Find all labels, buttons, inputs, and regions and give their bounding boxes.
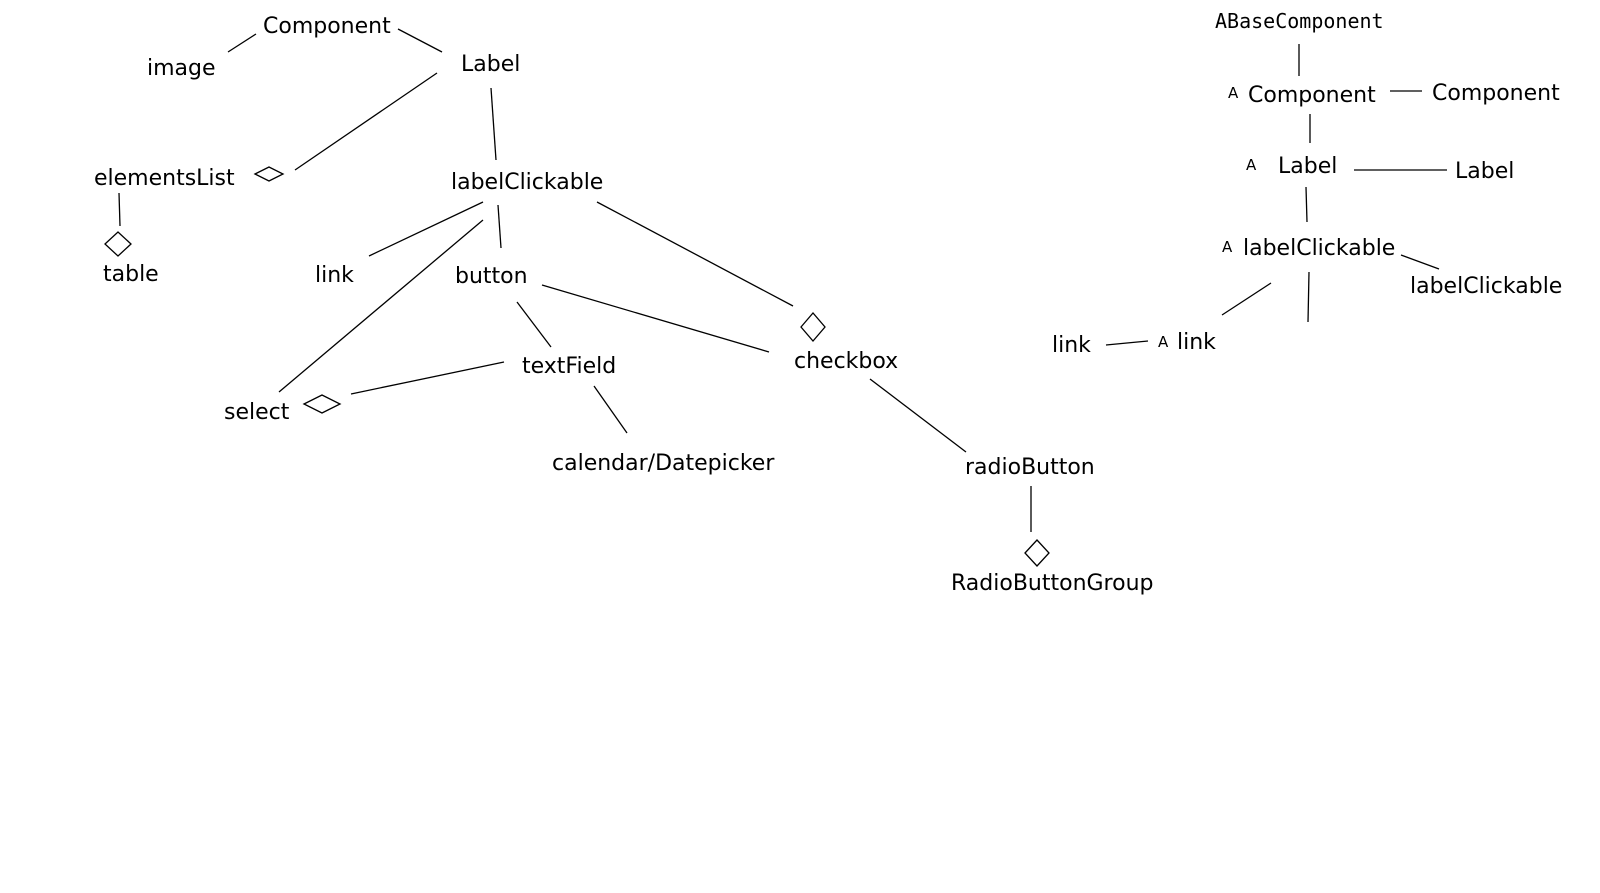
- node-abasecomponent: ABaseComponent: [1215, 9, 1384, 33]
- edge-button-textfield: [516, 301, 552, 348]
- abstract-marker-component: A: [1228, 84, 1239, 102]
- node-checkbox: checkbox: [794, 349, 898, 374]
- edge-labelclickable-link: [1221, 282, 1272, 316]
- node-table: table: [103, 262, 159, 287]
- node-calendar-datepicker: calendar/Datepicker: [552, 451, 775, 476]
- aggregation-diamond-checkbox: [800, 312, 826, 342]
- node-label-impl: Label: [1455, 159, 1514, 184]
- abstract-marker-labelclickable: A: [1222, 238, 1233, 256]
- edge-labelclickable-button: [497, 204, 502, 249]
- edge-labelclickable-stub: [1307, 271, 1310, 323]
- aggregation-diamond-select: [302, 394, 342, 414]
- node-labelclickable-impl: labelClickable: [1410, 274, 1562, 299]
- node-component-impl: Component: [1432, 81, 1560, 106]
- edge-labelclickable-checkbox: [596, 201, 794, 307]
- aggregation-diamond-elementslist: [253, 166, 285, 182]
- aggregation-diamond-table: [104, 231, 132, 257]
- edge-component-label: [397, 28, 443, 53]
- node-label: Label: [461, 52, 520, 77]
- left-diagram-labels: Component image Label elementsList table…: [94, 14, 1154, 596]
- edge-label-labelclickable: [1305, 186, 1308, 223]
- edge-label-labelclickable: [490, 87, 497, 161]
- node-radiobuttongroup: RadioButtonGroup: [951, 571, 1154, 596]
- edge-textfield-calendar: [593, 385, 628, 434]
- node-labelclickable: labelClickable: [451, 170, 603, 195]
- node-link: link: [315, 263, 354, 288]
- right-diagram-edges: [1105, 44, 1447, 346]
- node-select: select: [224, 400, 290, 425]
- node-component: Component: [1248, 83, 1376, 108]
- abstract-marker-label: A: [1246, 156, 1257, 174]
- edge-label-elementslist: [294, 72, 438, 171]
- right-diagram-labels: ABaseComponent A Component Component A L…: [1052, 9, 1562, 358]
- node-labelclickable: labelClickable: [1243, 236, 1395, 261]
- edge-labelclickable-link: [368, 201, 484, 257]
- node-button: button: [455, 264, 528, 289]
- node-link-impl: link: [1052, 333, 1091, 358]
- node-image: image: [147, 56, 216, 81]
- node-elementslist: elementsList: [94, 166, 235, 191]
- abstract-marker-link: A: [1158, 333, 1169, 351]
- edge-elementslist-table: [118, 192, 121, 227]
- left-diagram-edges: [104, 28, 1050, 567]
- edge-labelclickable-labelclickable-impl: [1400, 254, 1440, 270]
- edge-textfield-select: [350, 361, 505, 395]
- node-radiobutton: radioButton: [965, 455, 1095, 480]
- node-link: link: [1177, 330, 1216, 355]
- edge-button-checkbox: [541, 284, 770, 353]
- node-textfield: textField: [522, 354, 616, 379]
- node-component: Component: [263, 14, 391, 39]
- edge-checkbox-radiobutton: [869, 378, 967, 453]
- edge-image-component: [227, 33, 257, 53]
- edge-labelclickable-select: [278, 219, 484, 393]
- aggregation-diamond-radiobuttongroup: [1024, 539, 1050, 567]
- node-label: Label: [1278, 154, 1337, 179]
- edge-link-link-impl: [1105, 340, 1149, 346]
